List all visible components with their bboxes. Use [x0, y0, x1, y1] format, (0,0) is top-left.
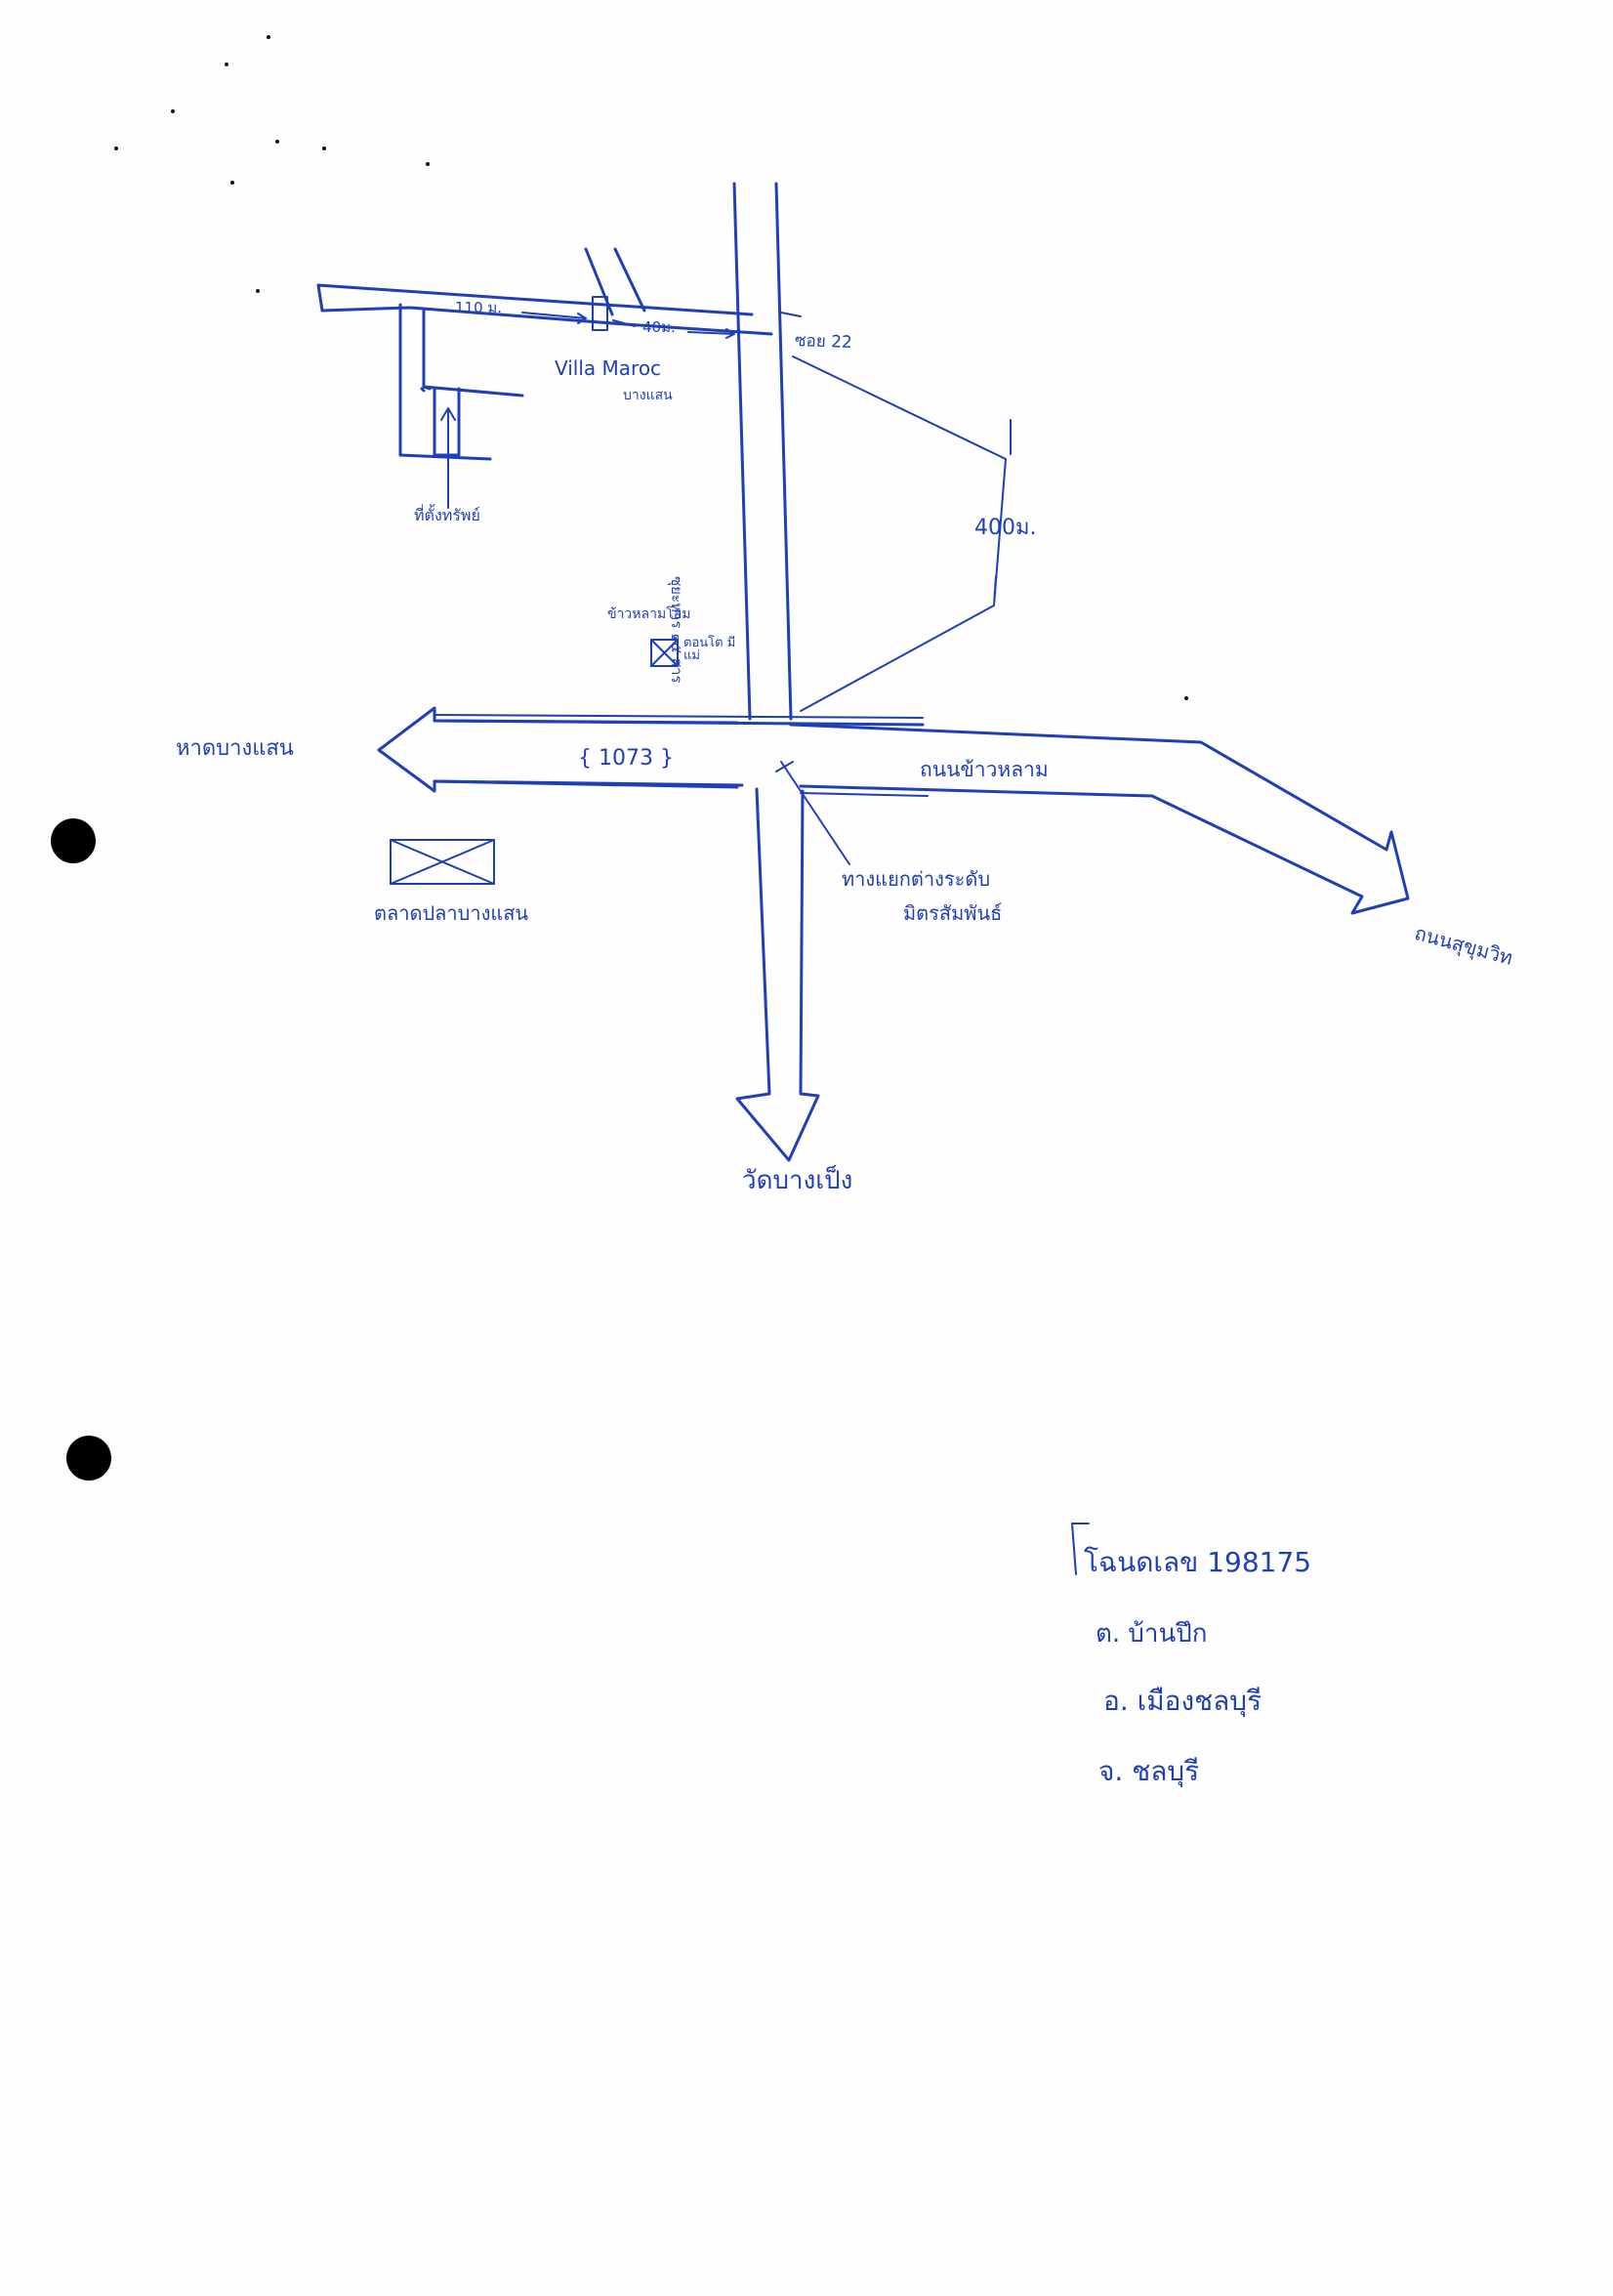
- hole-punch-upper: [51, 818, 96, 863]
- speck: [256, 289, 260, 293]
- market-box-x: [390, 839, 495, 885]
- left-lane: [398, 303, 524, 461]
- road-inner-line: [434, 714, 929, 797]
- villa-name-label: Villa Maroc: [555, 356, 662, 380]
- speck: [275, 140, 279, 144]
- main-road-south: [735, 787, 820, 1162]
- speck: [114, 146, 118, 150]
- soi-tick: [780, 312, 802, 317]
- fish-market-label: ตลาดปลาบางแสน: [374, 901, 529, 925]
- dist-110-label: 110 ม.: [455, 299, 503, 316]
- main-road-north: [732, 182, 793, 721]
- dim-110: [521, 312, 587, 324]
- road-khaolam-label: ถนนข้าวหลาม: [920, 758, 1049, 781]
- dist-40-label: 40ม.: [642, 318, 676, 336]
- soi-label: ซอย 22: [794, 330, 853, 354]
- property-label: ที่ตั้งทรัพย์: [414, 506, 480, 524]
- main-road-east: [789, 723, 1410, 915]
- speck: [230, 181, 234, 185]
- shop-sub-label: ตอนโต มีแม่: [683, 636, 736, 663]
- temple-label: วัดบางเป็ง: [742, 1166, 853, 1195]
- deed-bracket: [1071, 1523, 1090, 1575]
- shop-box: [650, 639, 679, 667]
- top-road: [316, 283, 773, 336]
- deed-number: โฉนดเลข 198175: [1084, 1546, 1312, 1578]
- district: อ. เมืองชลบุรี: [1103, 1685, 1262, 1717]
- interchange-pointer: [775, 761, 850, 865]
- speck: [267, 35, 270, 39]
- villa-box: [592, 296, 608, 331]
- property-arrow: [440, 407, 456, 509]
- hole-punch-lower: [66, 1436, 111, 1481]
- shop-name-label: ข้าวหลามโฮม: [607, 606, 691, 622]
- beach-label: หาดบางแสน: [176, 736, 294, 761]
- speck: [171, 109, 175, 113]
- dist-400-label: 400ม.: [974, 516, 1037, 540]
- interchange-label-1: ทางแยกต่างระดับ: [842, 867, 991, 891]
- bracket-400: [792, 355, 1012, 712]
- province: จ. ชลบุรี: [1098, 1755, 1200, 1787]
- lane-name-label: ซุยะหาร ๑๕ สาร: [668, 576, 685, 684]
- villa-sub-label: บางแสน: [623, 388, 673, 403]
- shop-box-x: [650, 639, 679, 667]
- market-box: [390, 839, 495, 885]
- interchange-label-2: มิตรสัมพันธ์: [903, 901, 1003, 925]
- dim-40: [612, 319, 735, 339]
- subdistrict: ต. บ้านปึก: [1096, 1619, 1208, 1649]
- speck: [426, 162, 430, 166]
- route-label: { 1073 }: [578, 746, 674, 771]
- speck: [322, 146, 326, 150]
- speck: [225, 63, 228, 66]
- main-road-west-outer: [433, 719, 925, 787]
- speck: [1184, 696, 1188, 700]
